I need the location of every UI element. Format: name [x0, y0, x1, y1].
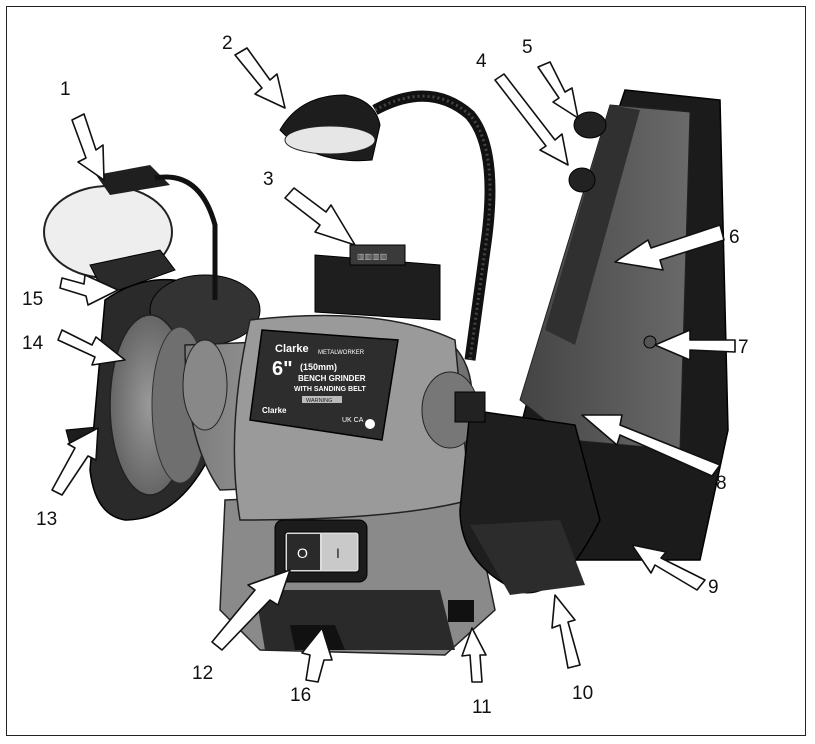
- power-switch: O I: [274, 519, 368, 583]
- callout-label-10: 10: [572, 683, 594, 704]
- callout-label-7: 7: [738, 337, 749, 358]
- callout-label-1: 1: [60, 79, 71, 100]
- plate-line2: WITH SANDING BELT: [294, 386, 367, 393]
- plate-size-mm: (150mm): [300, 362, 337, 372]
- plate-size: 6": [272, 358, 293, 380]
- callout-label-5: 5: [522, 37, 533, 58]
- tension-knob: [568, 167, 596, 193]
- callout-arrow-13: [51, 427, 99, 496]
- figure-frame: [6, 6, 806, 736]
- callout-label-15: 15: [22, 289, 44, 310]
- base-mounting-slot: [448, 600, 474, 622]
- callout-label-6: 6: [729, 227, 740, 248]
- lamp-clamp: ▥▥▥▥: [314, 244, 441, 321]
- plate-brand: Clarke: [275, 343, 309, 355]
- callout-arrow-2: [234, 47, 286, 109]
- callout-label-9: 9: [708, 577, 719, 598]
- plate-series: METALWORKER: [318, 350, 365, 356]
- callout-arrows: [51, 47, 736, 683]
- callout-arrow-12: [211, 569, 291, 651]
- switch-on-symbol: I: [336, 545, 340, 561]
- callout-arrow-16: [301, 627, 333, 683]
- callout-arrow-15: [59, 274, 119, 306]
- callout-arrow-14: [57, 329, 126, 366]
- callout-label-8: 8: [716, 473, 727, 494]
- callout-arrow-6: [614, 224, 725, 271]
- callout-arrow-10: [551, 594, 581, 669]
- callout-label-12: 12: [192, 663, 214, 684]
- plate-footer-brand: Clarke: [262, 406, 287, 415]
- callout-label-2: 2: [222, 33, 233, 54]
- belt-lower-guard: [454, 391, 601, 595]
- callout-arrow-4: [494, 73, 569, 166]
- callout-label-13: 13: [36, 509, 58, 530]
- callout-arrow-8: [581, 414, 721, 477]
- work-lamp: [279, 90, 496, 361]
- callout-label-16: 16: [290, 685, 312, 706]
- callout-arrow-11: [461, 627, 487, 683]
- plate-marks: UK CA: [342, 417, 364, 424]
- callout-label-14: 14: [22, 333, 44, 354]
- callout-arrow-3: [284, 187, 356, 246]
- callout-arrow-9: [631, 544, 706, 591]
- callout-arrow-5: [537, 61, 579, 119]
- callout-label-3: 3: [263, 169, 274, 190]
- switch-off-symbol: O: [297, 545, 308, 561]
- plate-line1: BENCH GRINDER: [298, 374, 366, 383]
- callout-label-11: 11: [472, 697, 492, 718]
- callout-arrow-7: [654, 329, 736, 361]
- callout-arrow-1: [71, 113, 105, 181]
- plate-warning: WARNING: [306, 398, 332, 404]
- callout-label-4: 4: [476, 51, 487, 72]
- nameplate: Clarke METALWORKER 6" (150mm) BENCH GRIN…: [249, 329, 399, 441]
- tracking-knob: [573, 111, 607, 139]
- eye-shield: [43, 165, 218, 300]
- svg-text:▥▥▥▥: ▥▥▥▥: [357, 252, 387, 261]
